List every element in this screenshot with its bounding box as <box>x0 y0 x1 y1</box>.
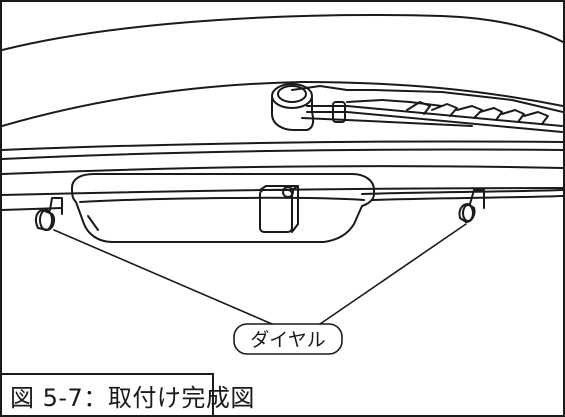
leader-line-right <box>319 223 467 325</box>
leader-line-left <box>53 229 273 325</box>
panel-edge-line-3 <box>2 165 563 175</box>
left-dial <box>34 197 63 231</box>
figure-caption-box: 図 5-7：取付け完成図 <box>2 373 254 415</box>
mount-bracket <box>71 173 375 243</box>
figure-caption: 図 5-7：取付け完成図 <box>10 383 255 412</box>
wiper-arm <box>291 85 563 133</box>
panel-edge-line-2 <box>2 148 563 160</box>
body-contour-top <box>2 14 563 51</box>
center-knob <box>259 185 299 233</box>
body-contour-middle <box>2 81 563 127</box>
wiper-pivot <box>271 83 315 131</box>
panel-edge-line-7 <box>371 195 563 201</box>
panel-edge-line-5 <box>2 207 63 211</box>
panel-edge-line-6 <box>361 189 563 195</box>
panel-edge-line-1 <box>2 140 563 151</box>
callout-label-dial: ダイヤル <box>250 329 325 351</box>
callout-bubble <box>233 323 343 355</box>
right-dial <box>458 189 485 223</box>
